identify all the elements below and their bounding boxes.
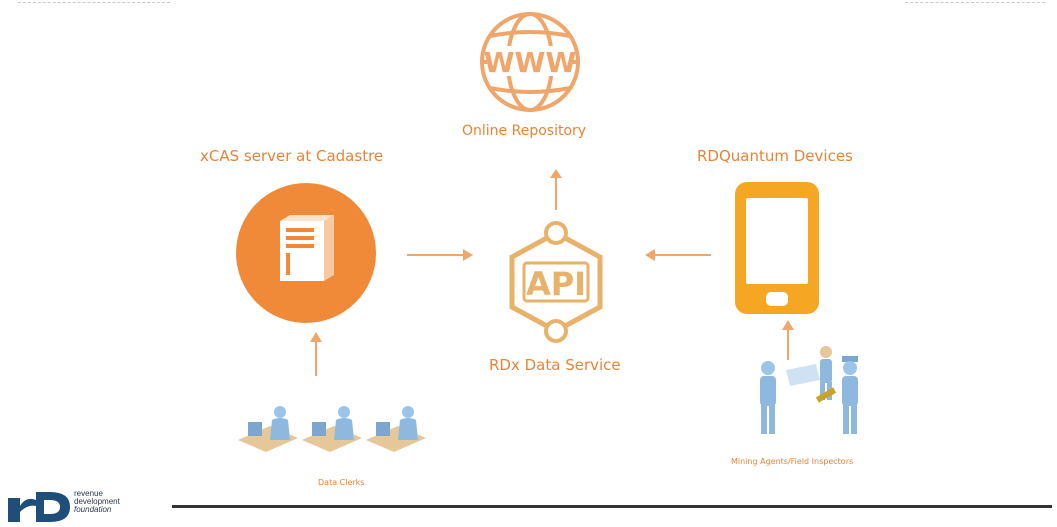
top-left-rule [18, 2, 170, 3]
xcas-server-label: xCAS server at Cadastre [200, 147, 384, 165]
top-right-rule [905, 2, 1045, 3]
logo-wordmark: revenue development foundation [74, 490, 120, 514]
arrow-agents-to-device [782, 320, 794, 360]
inspector-1-icon [760, 361, 776, 434]
logo-line-1: revenue [74, 489, 103, 498]
footer-divider [172, 505, 1052, 508]
mobile-device-icon [735, 182, 819, 314]
clerk-workstation-1-icon [238, 406, 298, 452]
logo-line-3: foundation [74, 505, 112, 514]
clerk-workstation-3-icon [366, 406, 426, 452]
arrow-devices-to-api [645, 249, 711, 261]
logo-line-2: development [74, 497, 120, 506]
online-repository-label: Online Repository [462, 123, 587, 139]
api-icon: API [509, 221, 603, 343]
arrow-server-to-api [407, 249, 473, 261]
arrow-api-to-repository [550, 169, 562, 210]
rdquantum-devices-label: RDQuantum Devices [697, 147, 853, 165]
rdf-logo-icon [8, 492, 70, 522]
inspector-3-icon [842, 356, 858, 434]
clerk-workstation-2-icon [302, 406, 362, 452]
mining-agents-label: Mining Agents/Field Inspectors [731, 457, 854, 466]
data-clerks-icon [238, 406, 426, 452]
field-inspectors-icon [760, 346, 858, 434]
data-clerks-label: Data Clerks [318, 478, 365, 487]
api-text: API [526, 265, 586, 303]
www-text: WWW [484, 46, 577, 79]
arrow-clerks-to-server [310, 332, 322, 376]
globe-icon: WWW [480, 12, 580, 112]
rdx-data-service-label: RDx Data Service [489, 356, 621, 374]
server-icon [236, 183, 376, 323]
